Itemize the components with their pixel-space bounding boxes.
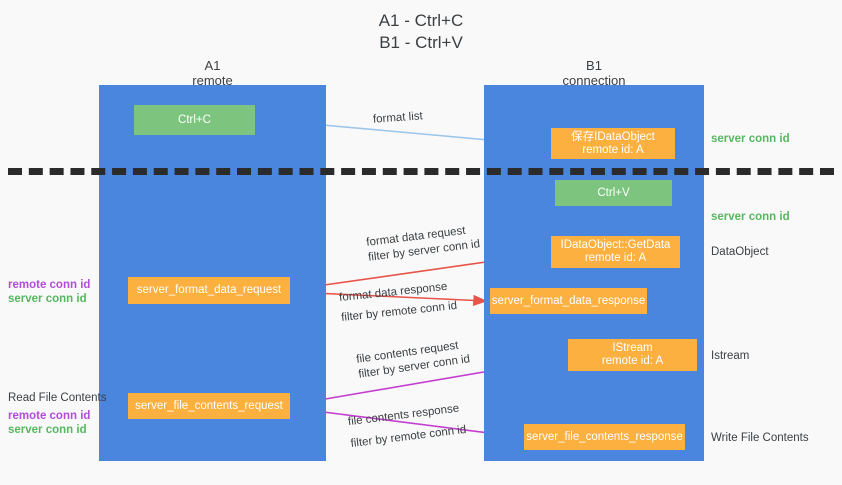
note-dataobject: DataObject: [711, 246, 769, 258]
box-server-file-contents-response[interactable]: server_file_contents_response: [524, 424, 685, 450]
note-read-file-contents: Read File Contents: [8, 392, 107, 404]
note-server-conn-id-mid: server conn id: [711, 211, 790, 223]
box-server-format-data-request-label: server_format_data_request: [136, 284, 282, 296]
box-ctrl-v-label: Ctrl+V: [597, 186, 630, 199]
column-header-b1: B1 connection: [484, 58, 704, 88]
box-server-format-data-request[interactable]: server_format_data_request: [128, 277, 290, 304]
note-server-conn-id: server conn id: [8, 293, 87, 305]
phase-separator-dashed-line: [8, 168, 834, 175]
box-ctrl-c-label: Ctrl+C: [178, 113, 211, 126]
box-save-idataobject[interactable]: 保存IDataObject remote id: A: [551, 128, 675, 159]
arrow-file-contents-response: [291, 407, 522, 441]
box-server-format-data-response-label: server_format_data_response: [491, 294, 646, 307]
note-conn-ids-format: remote conn id server conn id: [8, 278, 90, 306]
filter-by-prefix: filter by: [340, 307, 382, 324]
diagram-title: A1 - Ctrl+C B1 - Ctrl+V: [0, 10, 842, 54]
note-remote-conn-id: remote conn id: [8, 279, 91, 291]
note-conn-ids-file: Read File Contents remote conn id server…: [8, 391, 106, 437]
box-getdata-line1: IDataObject::GetData: [560, 239, 671, 251]
column-b1-sub: connection: [562, 73, 626, 88]
box-istream[interactable]: IStream remote id: A: [568, 339, 697, 371]
box-server-file-contents-request-label: server_file_contents_request: [135, 399, 283, 412]
box-getdata-line2: remote id: A: [584, 252, 647, 264]
edge-label-format-list-text: format list: [372, 110, 424, 126]
column-b1-name: B1: [586, 58, 602, 73]
column-header-a1: A1 remote: [99, 58, 326, 88]
note-server-conn-id: server conn id: [8, 424, 87, 436]
box-ctrl-c[interactable]: Ctrl+C: [134, 105, 255, 135]
note-write-file-contents: Write File Contents: [711, 432, 809, 444]
filter-by-prefix: filter by: [349, 433, 392, 450]
column-a1-sub: remote: [192, 73, 233, 88]
box-save-idataobject-line2: remote id: A: [582, 143, 644, 156]
box-server-file-contents-response-label: server_file_contents_response: [526, 430, 683, 443]
box-idataobject-getdata[interactable]: IDataObject::GetData remote id: A: [551, 236, 680, 268]
note-istream: Istream: [711, 350, 750, 362]
title-line-2: B1 - Ctrl+V: [379, 33, 463, 52]
box-server-file-contents-request[interactable]: server_file_contents_request: [128, 393, 290, 419]
box-istream-line1: IStream: [612, 342, 653, 354]
box-save-idataobject-line1: 保存IDataObject: [571, 130, 655, 143]
note-remote-conn-id: remote conn id: [8, 410, 91, 422]
box-ctrl-v[interactable]: Ctrl+V: [555, 180, 672, 206]
filter-by-prefix: filter by: [367, 246, 409, 264]
note-server-conn-id-top: server conn id: [711, 133, 790, 145]
column-a1-name: A1: [204, 58, 221, 73]
box-server-format-data-response[interactable]: server_format_data_response: [490, 288, 647, 314]
box-istream-line2: remote id: A: [601, 355, 664, 367]
title-line-1: A1 - Ctrl+C: [378, 11, 464, 30]
